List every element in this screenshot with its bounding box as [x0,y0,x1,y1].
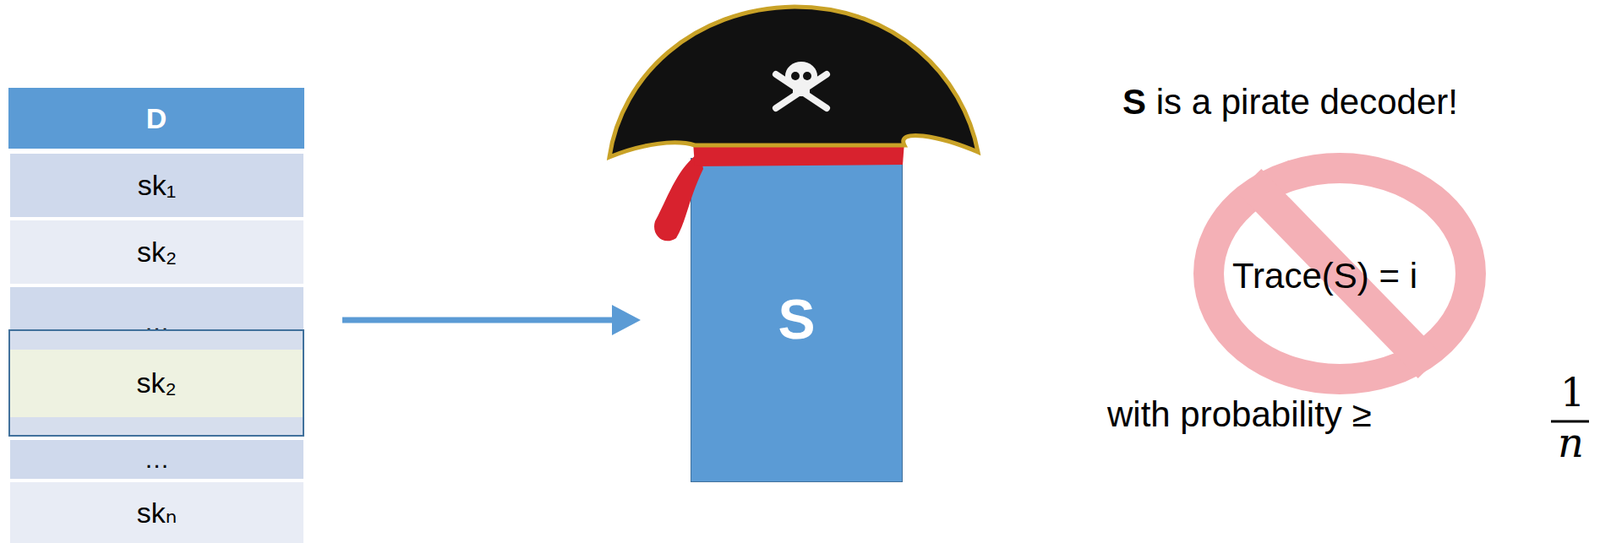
table-row: skₙ [10,482,304,543]
node-text: sk₁ [10,153,304,218]
hat-crown [609,6,978,158]
node-text: S [691,158,902,481]
node-text: sk₂ [10,331,303,436]
node-text: … [10,440,304,480]
arrow-head [611,305,641,336]
node-text: sk₂ [10,220,304,284]
arrow-shaft [342,317,616,324]
table-row: … [10,440,304,480]
hat-ribbon [654,152,704,241]
skull-symbol [775,61,827,109]
node-text: skₙ [10,482,304,543]
flow-arrow [342,305,641,336]
fraction-numerator: 1 [1560,370,1585,417]
table-row: sk₂ [10,220,304,284]
data-table: Dsk₁sk₂…sk₂…skₙ [8,87,305,543]
probability-text: with probability ≥ [1107,393,1372,437]
highlighted-row: sk₂ [8,329,305,437]
decoder-box: S [690,158,903,483]
prohibited-statement: Trace(S) = i [1232,255,1418,298]
fraction-denominator: n [1557,419,1584,469]
heading-note: S is a pirate decoder! [1122,81,1459,124]
hat-band [693,141,905,167]
node-text: D [8,87,305,149]
prohibition-sign [1208,168,1471,380]
table-row: sk₁ [10,153,304,218]
